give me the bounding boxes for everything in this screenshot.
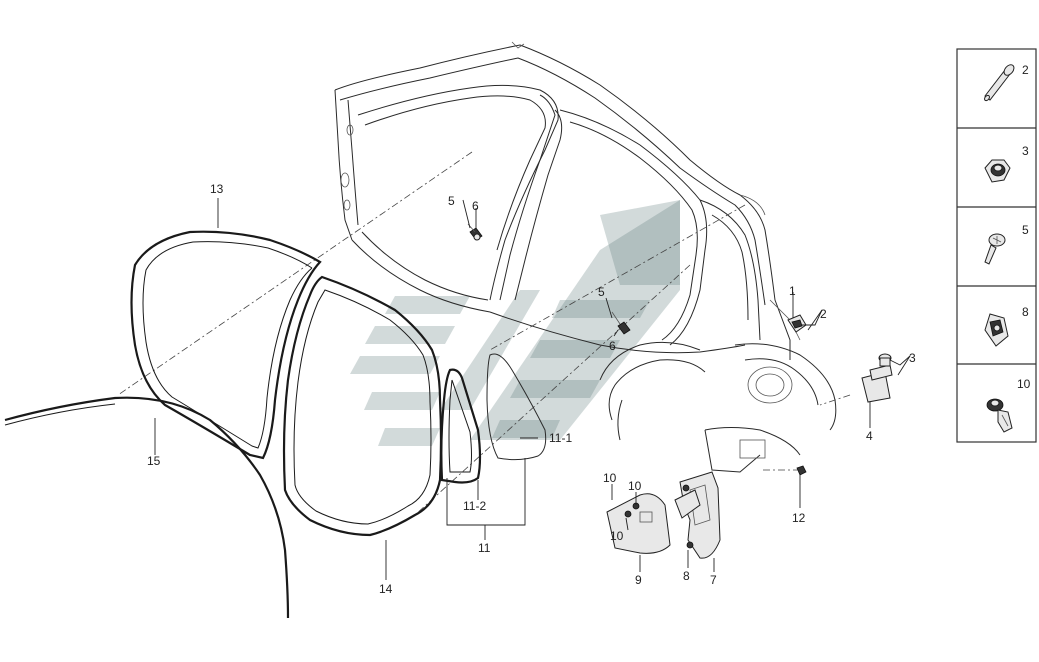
leader-lines [154,198,911,580]
assembly-lines [117,151,851,516]
callout-3: 3 [909,351,916,365]
callout-15: 15 [147,454,161,468]
callout-11: 11 [478,541,491,555]
legend-number-2: 2 [1022,63,1029,77]
callout-11-2: 11-2 [463,499,486,513]
callout-10a: 10 [603,471,617,485]
roof-drip-seal [4,396,290,619]
callout-2: 2 [820,307,827,321]
fastener-legend: 2 3 5 8 10 [956,48,1037,443]
callout-10b: 10 [628,479,642,493]
watermark-logo [350,200,680,446]
legend-number-5: 5 [1022,223,1029,237]
clip-nut-icon [984,313,1009,347]
callout-6a: 6 [472,199,479,213]
rear-door-weatherstrip [282,275,443,537]
callout-6b: 6 [609,339,616,353]
callout-13: 13 [210,182,224,196]
callout-1: 1 [789,284,796,298]
callout-5b: 5 [598,285,605,299]
callouts: 13 15 14 5 6 5 6 1 2 3 4 12 11-1 11-2 11… [147,182,916,596]
front-door-weatherstrip [130,230,322,460]
legend-number-8: 8 [1022,305,1029,319]
legend-number-10: 10 [1017,377,1031,391]
callout-11-1: 11-1 [549,431,572,445]
callout-9: 9 [635,573,642,587]
callout-14: 14 [379,582,393,596]
nut-icon [984,159,1011,183]
callout-8: 8 [683,569,690,583]
legend-number-3: 3 [1022,144,1029,158]
callout-5a: 5 [448,194,455,208]
callout-4: 4 [866,429,873,443]
callout-7: 7 [710,573,717,587]
callout-10c: 10 [610,529,624,543]
push-rivet-icon [986,398,1013,433]
callout-12: 12 [792,511,806,525]
bolt-icon [984,64,1015,102]
body-fasteners [467,223,893,559]
screw-icon [984,233,1006,265]
quarter-glass-assembly [440,353,547,484]
body-side-panel [334,41,837,473]
